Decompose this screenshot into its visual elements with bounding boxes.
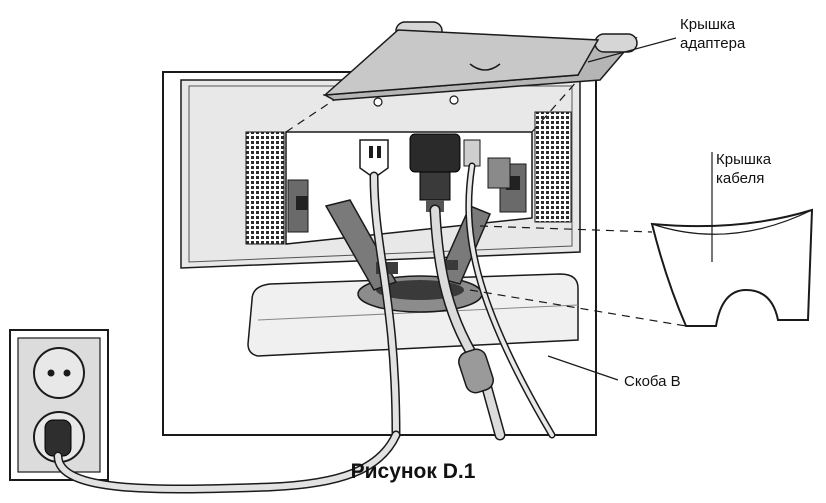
right-vent-grille [534, 111, 572, 223]
cable-cover [650, 208, 814, 327]
adapter-cover-label: Крышка адаптера [680, 15, 745, 53]
small-connector [463, 139, 511, 189]
leader-lines [547, 37, 713, 381]
cable-cover-label-line2: кабеля [716, 170, 765, 187]
adapter-cover-label-line2: адаптера [680, 35, 746, 52]
ferrite-core [458, 348, 494, 394]
left-vent-grille [245, 131, 285, 245]
cable-cover-label-line1: Крышка [716, 151, 772, 168]
figure-caption: Рисунок D.1 [350, 460, 476, 483]
bracket-b-label: Скоба В [624, 373, 681, 390]
guide-lines [285, 79, 687, 327]
outlet-socket-top [33, 347, 85, 399]
cable-cover-label: Крышка кабеля [716, 150, 771, 188]
adapter-cover [322, 21, 638, 107]
adapter-cover-label-line1: Крышка [680, 16, 736, 33]
power-plug [44, 419, 72, 457]
wall-outlet [9, 329, 109, 481]
power-connector [359, 139, 389, 179]
